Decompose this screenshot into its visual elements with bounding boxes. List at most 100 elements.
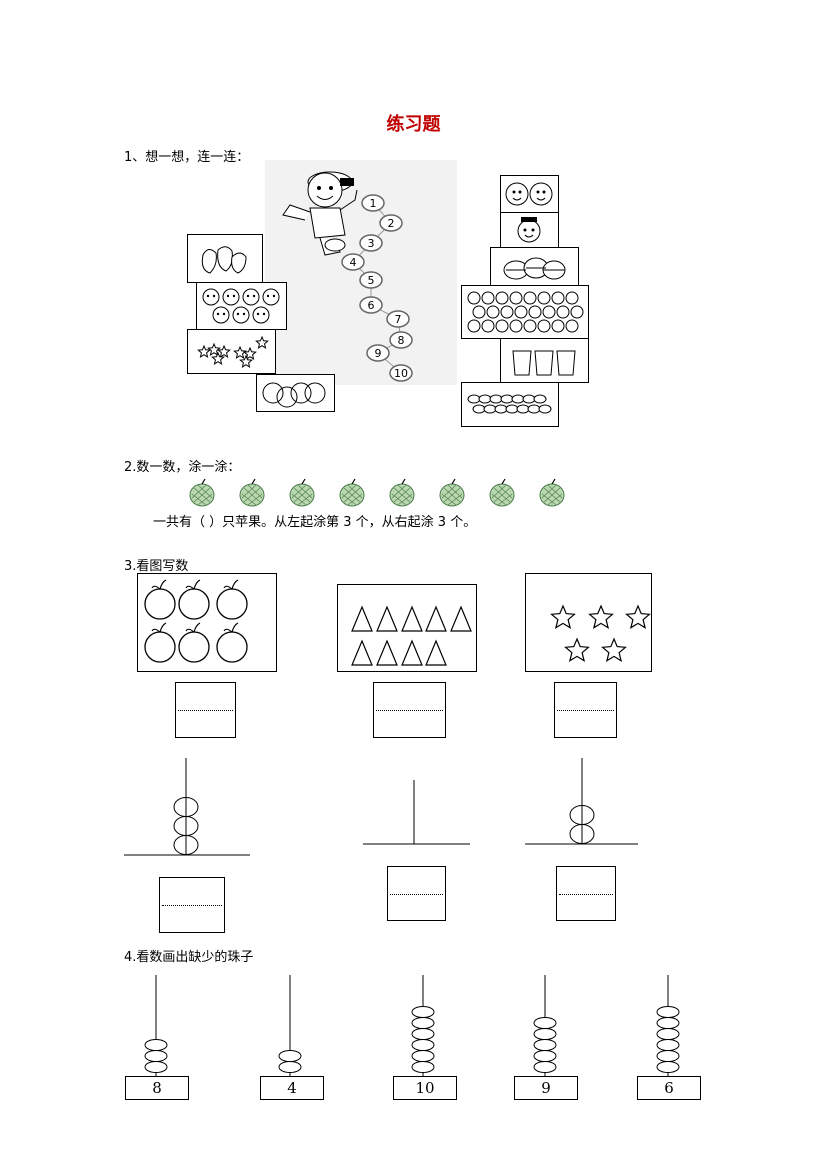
ladder-number: 10 <box>394 367 408 380</box>
ladder-step <box>379 214 403 232</box>
abacus-bead <box>278 1050 302 1062</box>
ladder-step <box>341 253 365 271</box>
q3-abacus-group <box>124 758 638 856</box>
cookies-icon <box>467 394 552 414</box>
abacus-bead <box>411 1006 435 1018</box>
question-1-label: 1、想一想，连一连： <box>124 150 250 165</box>
abacus-bead <box>656 1017 680 1029</box>
apple-row <box>189 478 565 507</box>
abacus-bead <box>144 1039 168 1051</box>
abacus-bead <box>569 805 595 825</box>
ladder-number: 1 <box>370 197 377 210</box>
apple-icons <box>144 579 248 663</box>
star-icon <box>564 637 590 662</box>
answer-box-abacus-3[interactable] <box>556 866 616 921</box>
picture-box-crowd[interactable] <box>461 285 589 339</box>
abacus-bead <box>411 1017 435 1029</box>
picture-box-toys[interactable] <box>196 282 287 330</box>
apple-icon <box>389 478 415 507</box>
picture-box-baskets[interactable] <box>490 247 579 286</box>
apple-outline-icon <box>216 579 248 620</box>
triangle-icon <box>425 605 447 632</box>
pepper-icon <box>201 246 247 274</box>
ladder-number: 5 <box>368 274 375 287</box>
face-icon <box>517 217 541 243</box>
question-2-label: 2.数一数，涂一涂： <box>124 460 241 475</box>
abacus-bead <box>533 1039 557 1051</box>
question-2-sentence: 一共有（ ）只苹果。从左起涂第 3 个，从右起涂 3 个。 <box>153 515 477 530</box>
ladder-step <box>389 364 413 382</box>
ladder-number: 3 <box>368 237 375 250</box>
kid-illustration <box>282 171 358 256</box>
ladder-number: 2 <box>388 217 395 230</box>
apple-icon <box>439 478 465 507</box>
abacus-bead <box>656 1006 680 1018</box>
abacus-bead <box>656 1039 680 1051</box>
answer-box-stars[interactable] <box>554 682 617 738</box>
answer-box-abacus-1[interactable] <box>159 877 225 933</box>
star-icon <box>550 604 576 629</box>
ladder-number: 6 <box>368 299 375 312</box>
ladder-number: 4 <box>350 256 357 269</box>
cups-icon <box>512 350 576 376</box>
basket-icon <box>503 257 566 280</box>
triangle-icons <box>351 605 472 666</box>
apple-icon <box>239 478 265 507</box>
star-icon <box>588 604 614 629</box>
people-icon <box>467 291 584 333</box>
ladder-step <box>386 310 410 328</box>
picture-box-apples <box>137 573 277 672</box>
abacus-bead <box>656 1061 680 1073</box>
apple-icon <box>339 478 365 507</box>
apple-outline-icon <box>144 622 176 663</box>
abacus-bead <box>411 1061 435 1073</box>
answer-box-abacus-2[interactable] <box>387 866 446 921</box>
abacus-bead <box>533 1017 557 1029</box>
abacus-bead <box>278 1061 302 1073</box>
abacus-bead <box>533 1028 557 1040</box>
apple-outline-icon <box>178 579 210 620</box>
abacus-bead <box>656 1050 680 1062</box>
picture-box-triangles <box>337 584 477 672</box>
answer-box-triangles[interactable] <box>373 682 446 738</box>
ladder-number: 9 <box>375 347 382 360</box>
triangle-icon <box>376 639 398 666</box>
picture-box-rings[interactable] <box>256 374 335 412</box>
picture-box-single-face[interactable] <box>500 212 559 248</box>
abacus-bead <box>533 1061 557 1073</box>
number-box-4: 9 <box>514 1076 578 1100</box>
abacus-bead <box>411 1028 435 1040</box>
number-box-5: 6 <box>637 1076 701 1100</box>
picture-box-cookies[interactable] <box>461 382 559 427</box>
picture-box-cups[interactable] <box>500 338 589 383</box>
abacus-bead <box>411 1039 435 1051</box>
star-icon <box>625 604 651 629</box>
ladder-step <box>389 331 413 349</box>
ladder-step <box>359 271 383 289</box>
triangle-icon <box>401 639 423 666</box>
triangle-icon <box>351 605 373 632</box>
ladder-step <box>361 194 385 212</box>
question-3-label: 3.看图写数 <box>124 559 189 574</box>
picture-box-q3-stars <box>525 573 652 672</box>
apple-outline-icon <box>178 622 210 663</box>
picture-box-peppers[interactable] <box>187 234 263 283</box>
abacus-bead <box>656 1028 680 1040</box>
ladder-step <box>366 344 390 362</box>
picture-box-stars[interactable] <box>187 329 276 374</box>
triangle-icon <box>351 639 373 666</box>
number-box-3: 10 <box>393 1076 457 1100</box>
abacus-bead <box>533 1050 557 1062</box>
page-title: 练习题 <box>386 114 441 135</box>
apple-icon <box>289 478 315 507</box>
triangle-icon <box>401 605 423 632</box>
answer-box-apples[interactable] <box>175 682 236 738</box>
apple-outline-icon <box>144 579 176 620</box>
star-icons <box>550 604 651 662</box>
picture-box-faces[interactable] <box>500 175 559 213</box>
toy-figures-icon <box>202 288 280 324</box>
abacus-bead <box>173 797 199 817</box>
faces-icon <box>505 182 553 206</box>
ladder-step <box>359 234 383 252</box>
